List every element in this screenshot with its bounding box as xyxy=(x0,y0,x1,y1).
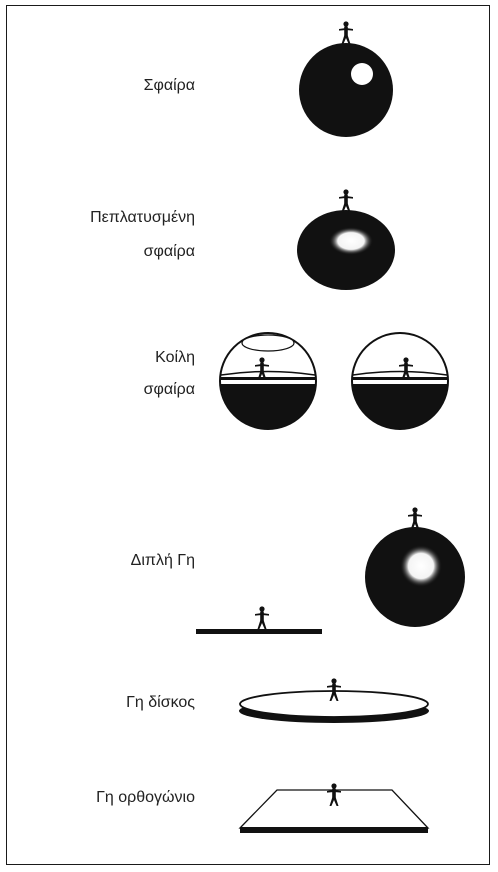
label-double-earth: Διπλή Γη xyxy=(130,552,195,569)
figure-frame xyxy=(6,5,490,865)
hollow-sphere-model-right xyxy=(351,332,449,430)
label-rectangle-earth: Γη ορθογώνιο xyxy=(96,789,195,806)
label-oblate-sphere: Πεπλατυσμένη σφαίρα xyxy=(90,209,195,260)
label-disc-earth: Γη δίσκος xyxy=(126,694,195,711)
double-earth-model xyxy=(196,507,465,634)
person-icon xyxy=(255,606,269,629)
oblate-highlight xyxy=(329,227,373,255)
label-sphere: Σφαίρα xyxy=(143,77,195,94)
label-hollow-sphere: Κοίλη σφαίρα xyxy=(143,349,195,398)
sphere-model xyxy=(299,21,393,137)
oblate-sphere-model xyxy=(297,189,395,290)
sphere-highlight xyxy=(351,63,373,85)
double-earth-highlight xyxy=(400,545,442,587)
flat-ground-bar xyxy=(196,629,322,634)
person-icon xyxy=(408,507,422,530)
rectangle-earth-model xyxy=(238,783,430,833)
hollow-sphere-model-left xyxy=(219,332,317,430)
person-icon xyxy=(339,189,353,212)
disc-earth-model xyxy=(239,678,429,723)
person-icon xyxy=(339,21,353,44)
